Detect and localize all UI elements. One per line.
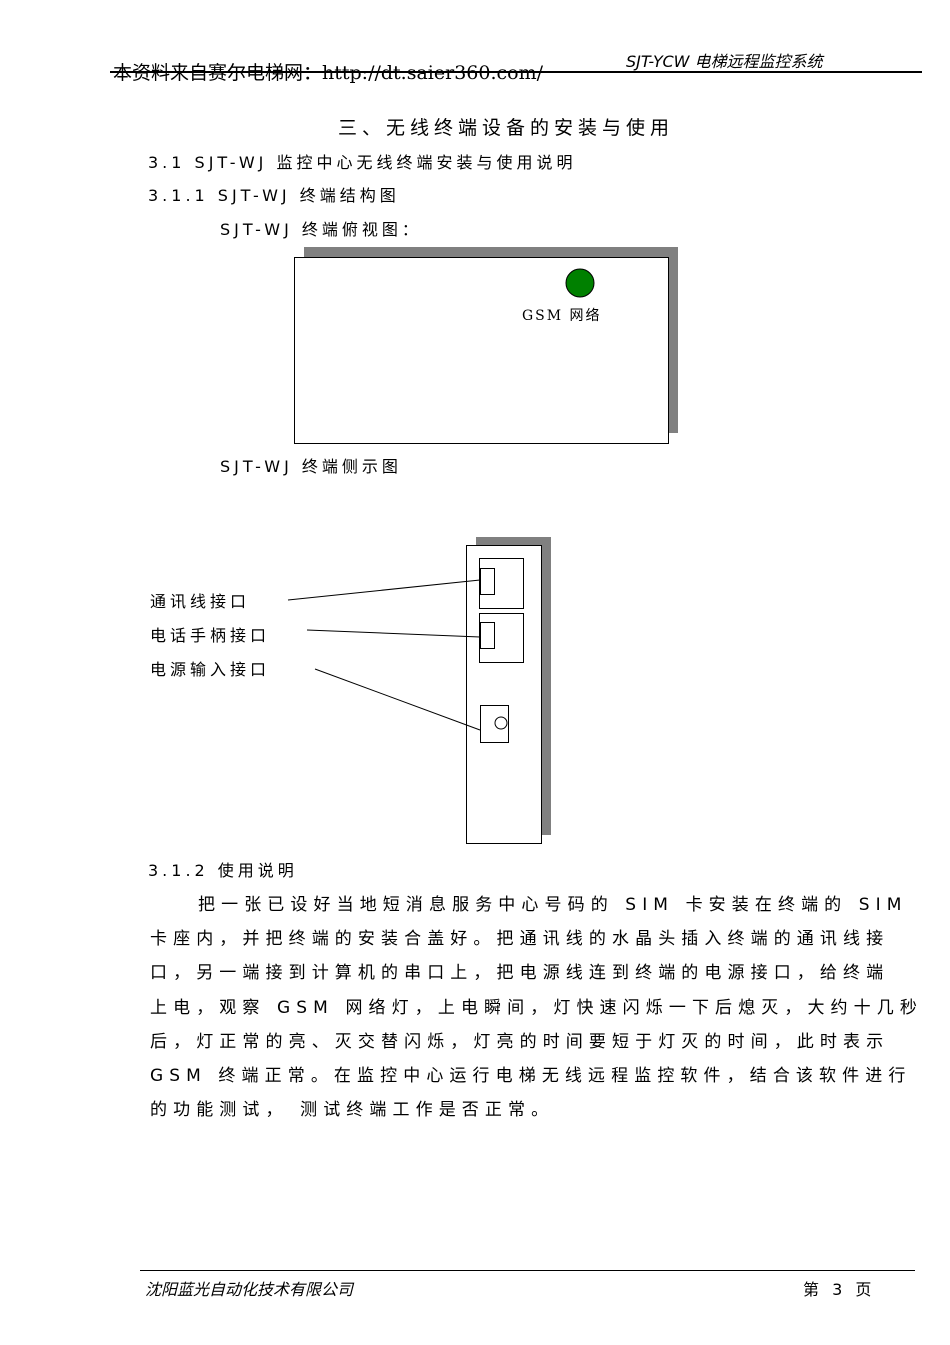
port-label-power: 电源输入接口	[150, 660, 271, 679]
section-title: 三、无线终端设备的安装与使用	[338, 117, 675, 139]
handset-port-jack	[480, 622, 495, 649]
heading-3-1: 3.1 SJT-WJ 监控中心无线终端安装与使用说明	[148, 153, 577, 172]
header-rule	[110, 71, 922, 73]
comm-port-leader	[287, 579, 481, 601]
handset-port-leader	[306, 629, 481, 638]
handset-port	[479, 613, 524, 663]
paragraph-line: 把一张已设好当地短消息服务中心号码的 SIM 卡安装在终端的 SIM	[198, 895, 908, 915]
top-view-caption: SJT-WJ 终端俯视图：	[220, 220, 422, 239]
gsm-led-icon	[565, 268, 595, 298]
comm-port	[479, 558, 524, 609]
heading-3-1-1: 3.1.1 SJT-WJ 终端结构图	[148, 186, 400, 205]
paragraph-line: 口，另一端接到计算机的串口上，把电源线连到终端的电源接口，给终端	[150, 963, 890, 984]
top-view-diagram	[294, 247, 678, 444]
side-view-box	[466, 545, 542, 844]
paragraph-line: GSM 终端正常。在监控中心运行电梯无线远程监控软件，结合该软件进行	[150, 1066, 912, 1087]
paragraph-line: 上电，观察 GSM 网络灯，上电瞬间，灯快速闪烁一下后熄灭，大约十几秒	[150, 997, 923, 1018]
comm-port-jack	[480, 568, 495, 595]
power-port	[480, 705, 509, 743]
footer-page-number: 第 3 页	[803, 1280, 876, 1299]
header-system-title: SJT-YCW 电梯远程监控系统	[626, 52, 823, 71]
side-view-diagram	[287, 537, 551, 844]
side-view-caption: SJT-WJ 终端侧示图	[220, 457, 402, 476]
gsm-label: GSM 网络	[522, 308, 602, 324]
power-port-leader	[314, 668, 481, 731]
footer-company: 沈阳蓝光自动化技术有限公司	[145, 1280, 354, 1299]
source-note: 本资料来自赛尔电梯网：http://dt.saier360.com/	[113, 62, 543, 84]
port-label-handset: 电话手柄接口	[150, 626, 271, 645]
usage-paragraph: 把一张已设好当地短消息服务中心号码的 SIM 卡安装在终端的 SIM 卡座内，并…	[150, 888, 923, 1127]
heading-3-1-2: 3.1.2 使用说明	[148, 861, 298, 880]
paragraph-line: 后，灯正常的亮、灭交替闪烁，灯亮的时间要短于灯灭的时间，此时表示	[150, 1031, 890, 1052]
footer-rule	[140, 1270, 915, 1271]
paragraph-line: 卡座内，并把终端的安装合盖好。把通讯线的水晶头插入终端的通讯线接	[150, 929, 890, 950]
port-label-comm: 通讯线接口	[150, 592, 251, 611]
paragraph-line: 的功能测试， 测试终端工作是否正常。	[150, 1100, 555, 1121]
top-view-box	[294, 257, 669, 444]
power-jack-icon	[494, 716, 508, 730]
